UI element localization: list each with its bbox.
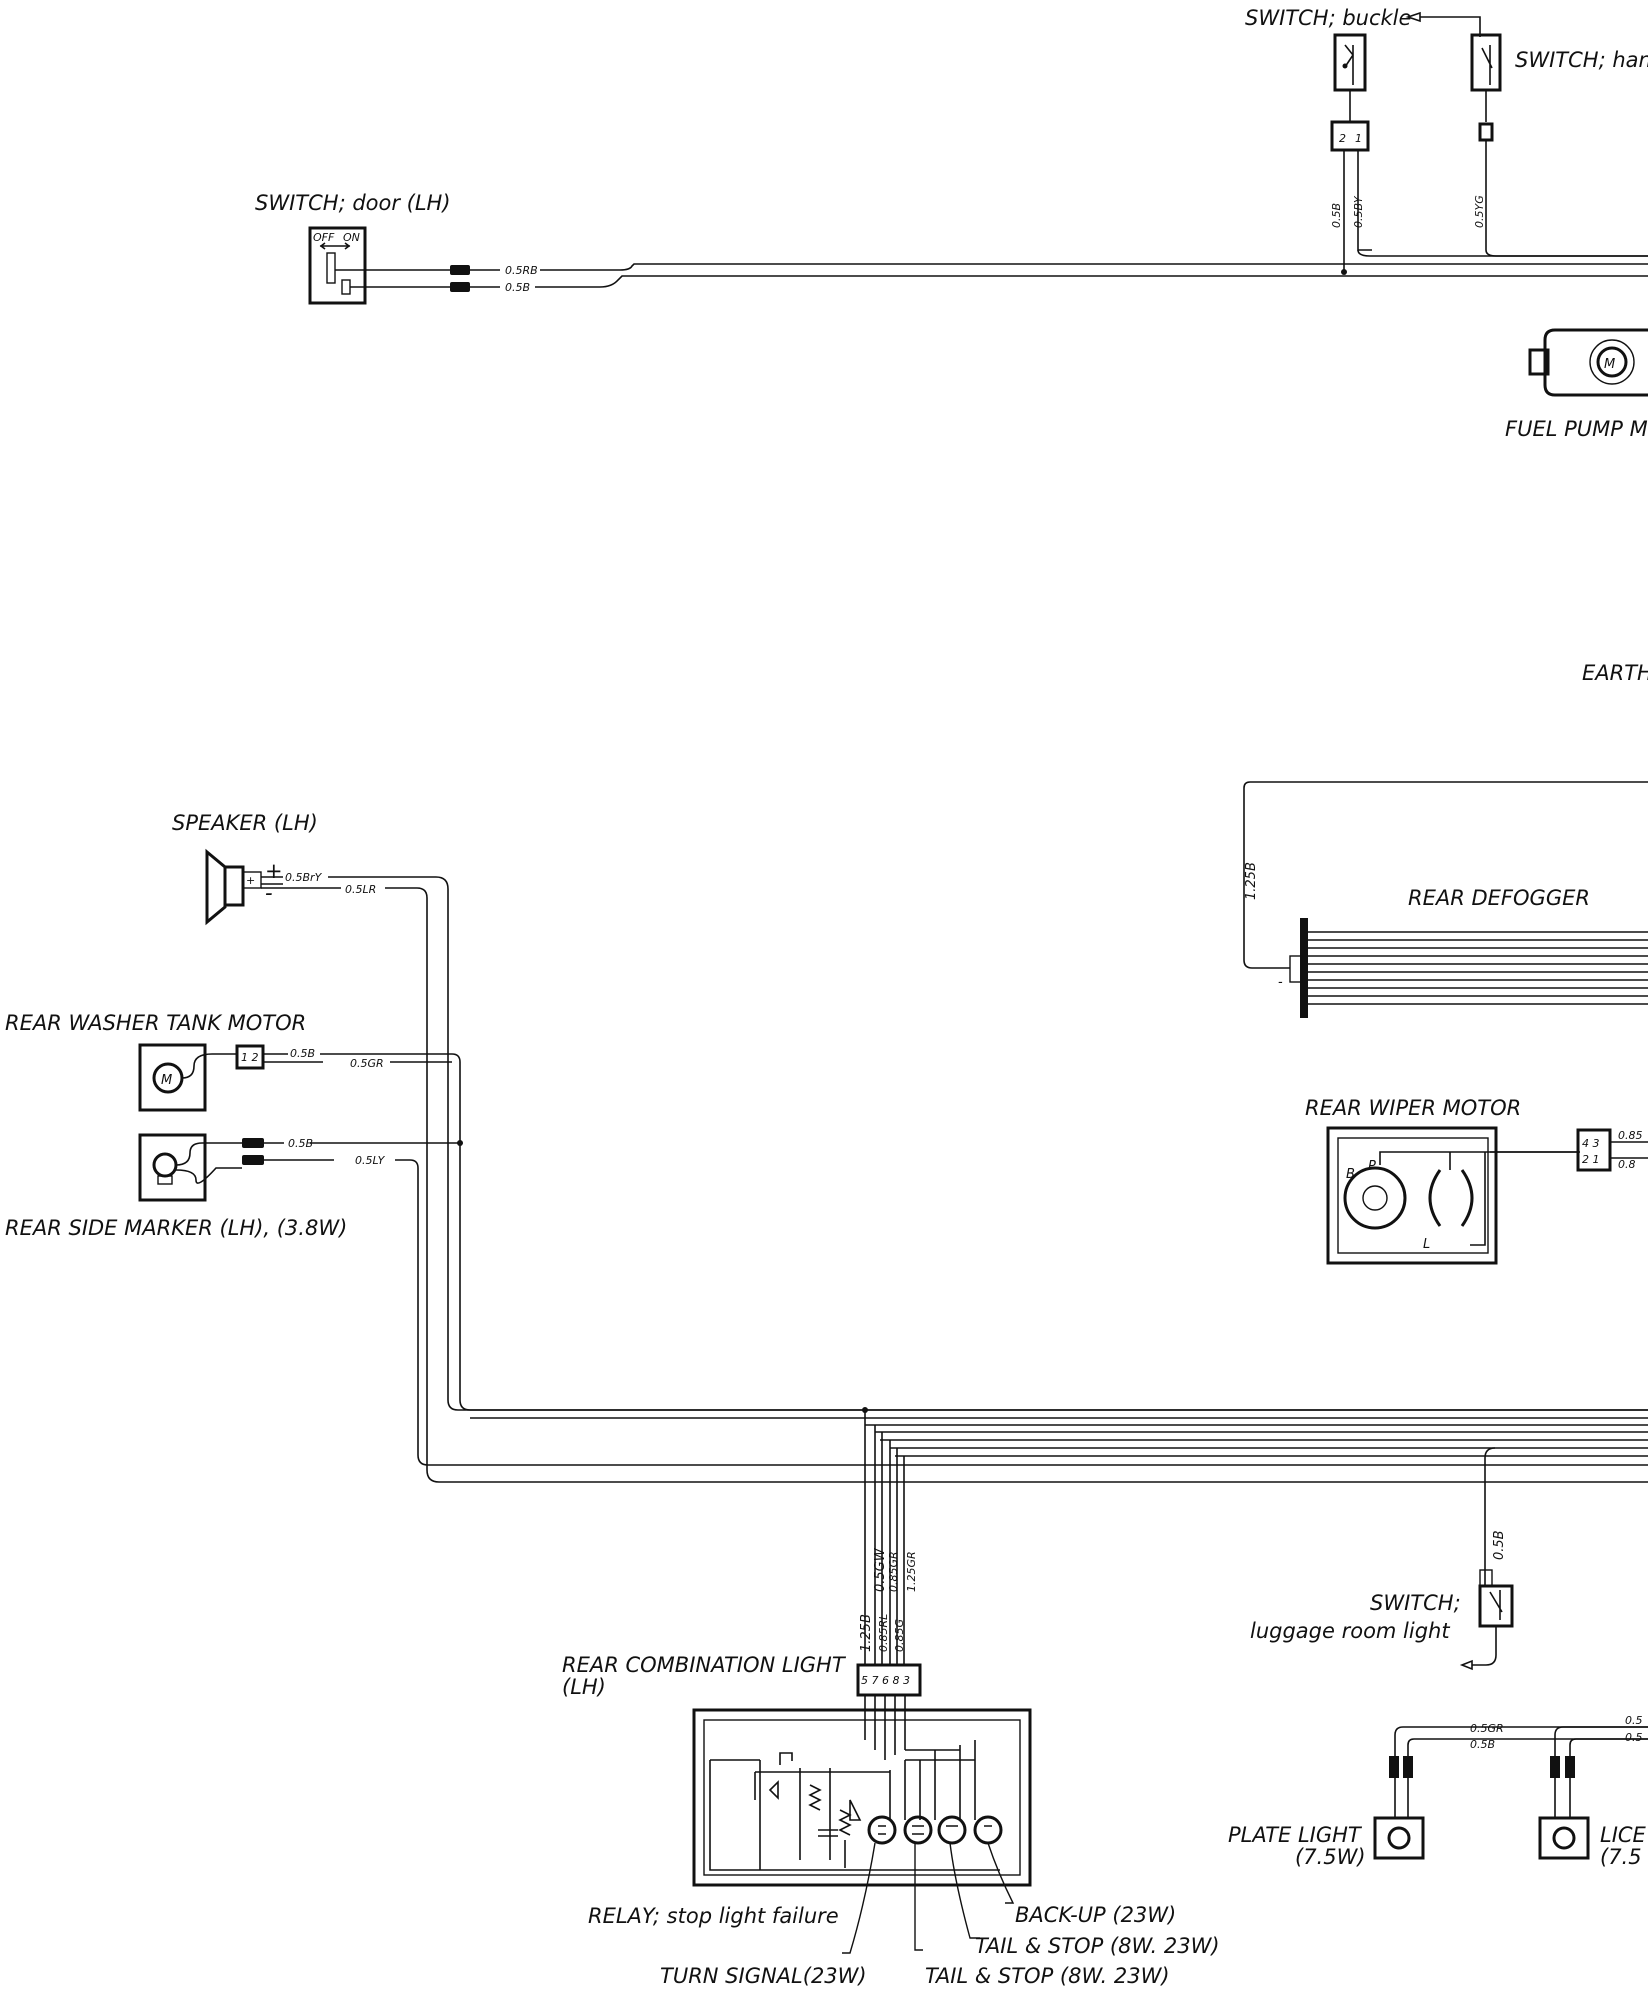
combo-connector-pins: 5 7 6 8 3	[861, 1674, 910, 1687]
rear-combo-label-2: (LH)	[562, 1675, 606, 1699]
wire-label-marker-b: 0.5LY	[355, 1154, 386, 1167]
switch-hand	[1470, 33, 1502, 250]
rear-side-marker-label: REAR SIDE MARKER (LH), (3.8W)	[5, 1216, 347, 1240]
rear-washer-label: REAR WASHER TANK MOTOR	[5, 1011, 306, 1035]
wiper-terminal-b: B	[1346, 1167, 1355, 1182]
washer-motor-icon: M	[161, 1073, 172, 1088]
switch-door-label: SWITCH; door (LH)	[255, 191, 451, 215]
switch-door: OFF ON	[308, 226, 450, 305]
wire-label-wiper-a: 0.85	[1618, 1129, 1643, 1142]
backup-label: BACK-UP (23W)	[1015, 1903, 1176, 1927]
rear-washer-motor: M 1 2	[138, 1043, 265, 1112]
rear-wiper-label: REAR WIPER MOTOR	[1305, 1096, 1521, 1120]
rear-wiper-motor: B P L	[1326, 1126, 1580, 1265]
plate-light-label-2: (7.5W)	[1295, 1845, 1366, 1869]
earth-label: EARTH	[1582, 661, 1648, 685]
wire-label-hand: 0.5YG	[1473, 195, 1486, 228]
wire-label-license-b: 0.5	[1625, 1731, 1643, 1744]
wire-label-combo-5: 0.85G	[893, 1619, 906, 1652]
wire-label-washer-a: 0.5B	[290, 1047, 315, 1060]
speaker-plus-mark: +	[265, 859, 283, 883]
wiper-terminal-p: P	[1368, 1159, 1376, 1174]
relay-label: RELAY; stop light failure	[588, 1904, 839, 1928]
wire-label-combo-3: 0.85RL	[877, 1614, 890, 1652]
tail-stop-label-2: TAIL & STOP (8W. 23W)	[925, 1964, 1170, 1988]
speaker: + + -	[205, 848, 283, 926]
switch-luggage	[1459, 1569, 1514, 1671]
svg-text:1 2: 1 2	[241, 1051, 259, 1064]
switch-luggage-label-2: luggage room light	[1250, 1619, 1450, 1643]
license-label-2: (7.5	[1600, 1845, 1642, 1869]
switch-door-on: ON	[343, 231, 360, 244]
wire-label-luggage: 0.5B	[1492, 1530, 1507, 1560]
wire-label-marker-a: 0.5B	[288, 1137, 313, 1150]
wire-label-license-a: 0.5	[1625, 1714, 1643, 1727]
rear-side-marker	[138, 1133, 242, 1202]
svg-text:2 1: 2 1	[1582, 1153, 1600, 1166]
wiper-terminal-l: L	[1423, 1237, 1430, 1252]
tail-stop-label-1: TAIL & STOP (8W. 23W)	[975, 1934, 1220, 1958]
svg-text:2: 2	[1339, 132, 1346, 145]
rear-combo-label-1: REAR COMBINATION LIGHT	[562, 1653, 847, 1677]
turn-signal-label: TURN SIGNAL(23W)	[660, 1964, 867, 1988]
wire-label-defogger: 1.25B	[1244, 862, 1259, 900]
wire-label-plate-a: 0.5GR	[1470, 1722, 1504, 1735]
plate-light	[1373, 1756, 1425, 1860]
switch-luggage-label-1: SWITCH;	[1370, 1591, 1461, 1615]
wire-label-door-a: 0.5RB	[505, 264, 538, 277]
license-light	[1538, 1756, 1590, 1860]
speaker-label: SPEAKER (LH)	[172, 811, 318, 835]
rear-defogger-label: REAR DEFOGGER	[1408, 886, 1590, 910]
switch-buckle: 2 1	[1330, 33, 1370, 152]
wire-label-plate-b: 0.5B	[1470, 1738, 1495, 1751]
wire-label-combo-2: 0.5GW	[873, 1547, 888, 1592]
speaker-plus: +	[246, 874, 255, 887]
wire-label-wiper-b: 0.8	[1618, 1158, 1636, 1171]
wire-label-buckle-a: 0.5B	[1330, 203, 1343, 228]
wire-label-speaker-b: 0.5LR	[345, 883, 376, 896]
rear-defogger: -	[1278, 918, 1648, 1018]
wire-label-combo-4: 0.85GR	[887, 1551, 900, 1592]
license-label-1: LICE	[1600, 1823, 1647, 1847]
switch-hand-label: SWITCH; hand	[1515, 48, 1648, 72]
fuel-pump: M	[1528, 328, 1648, 397]
wire-label-buckle-b: 0.5BY	[1352, 195, 1365, 228]
wire-label-speaker-a: 0.5BrY	[285, 871, 323, 884]
plate-light-label-1: PLATE LIGHT	[1228, 1823, 1363, 1847]
speaker-minus-mark: -	[265, 881, 273, 905]
svg-text:4 3: 4 3	[1582, 1137, 1600, 1150]
switch-buckle-label: SWITCH; buckle	[1245, 6, 1411, 30]
fuel-pump-label: FUEL PUMP M	[1505, 417, 1648, 441]
wire-label-washer-b: 0.5GR	[350, 1057, 384, 1070]
motor-icon: M	[1604, 357, 1615, 372]
combo-connector	[856, 1663, 922, 1697]
wire-label-combo-6: 1.25GR	[905, 1551, 918, 1592]
switch-door-off: OFF	[313, 231, 335, 244]
svg-text:1: 1	[1355, 132, 1362, 145]
rear-combination-light	[692, 1695, 1032, 1887]
defogger-minus: -	[1278, 975, 1283, 990]
wire-label-door-b: 0.5B	[505, 281, 530, 294]
wire-label-combo-1: 1.25B	[859, 1614, 874, 1652]
